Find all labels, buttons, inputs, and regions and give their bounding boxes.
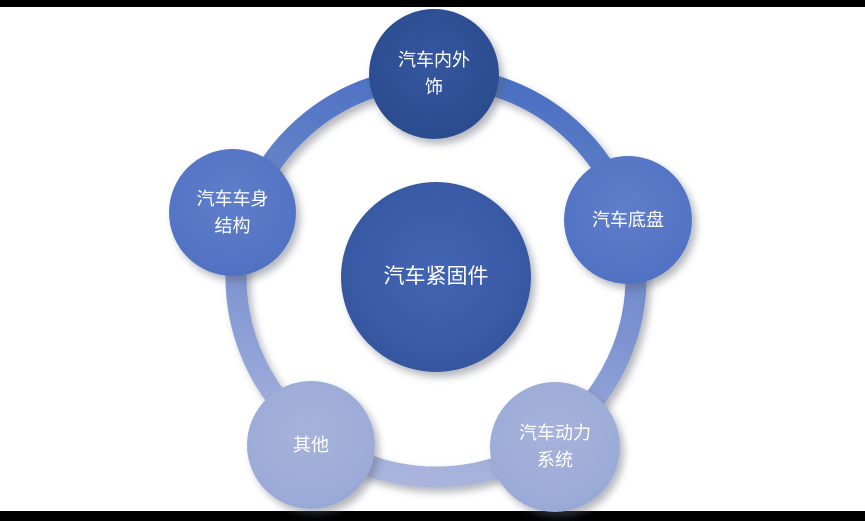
node-label-line: 饰 bbox=[425, 77, 443, 97]
node-label-line: 系统 bbox=[537, 450, 573, 470]
node-auto-chassis: 汽车底盘 bbox=[564, 156, 692, 284]
node-auto-body-structure: 汽车车身 结构 bbox=[169, 149, 296, 276]
node-label-line: 汽车动力 bbox=[519, 423, 591, 443]
letterbox-bar-top bbox=[0, 0, 865, 7]
node-auto-powertrain-system: 汽车动力 系统 bbox=[490, 382, 620, 512]
center-node-label: 汽车紧固件 bbox=[383, 265, 489, 289]
node-others: 其他 bbox=[247, 381, 375, 509]
node-label-line: 汽车底盘 bbox=[592, 209, 664, 230]
letterbox-bar-bottom bbox=[0, 511, 865, 521]
node-label-line: 结构 bbox=[214, 215, 251, 236]
node-label-line: 汽车内外 bbox=[398, 50, 470, 70]
center-node-auto-fasteners: 汽车紧固件 bbox=[341, 182, 531, 372]
node-auto-interior-exterior-trim: 汽车内外 饰 bbox=[369, 9, 499, 139]
node-label-line: 其他 bbox=[293, 434, 329, 455]
node-label-line: 汽车车身 bbox=[196, 188, 269, 209]
